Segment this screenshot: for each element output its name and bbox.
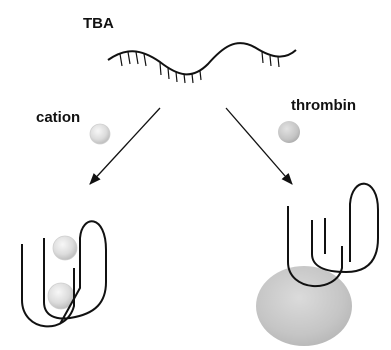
tba-backbone	[108, 43, 296, 74]
thrombin-small-sphere	[278, 121, 300, 143]
cation-quadruplex-complex	[22, 221, 106, 326]
label-cation: cation	[36, 110, 80, 125]
cation-sphere	[90, 124, 110, 144]
arrow-to-cation-complex	[90, 108, 160, 184]
quadruplex-strand-inner	[312, 184, 378, 272]
arrow-to-thrombin-complex	[226, 108, 292, 184]
tba-base-hatches	[120, 52, 279, 83]
bound-cation-upper	[53, 236, 77, 260]
label-tba: TBA	[83, 16, 114, 31]
label-thrombin: thrombin	[291, 98, 356, 113]
tba-single-strand	[108, 43, 296, 83]
thrombin-quadruplex-complex	[256, 184, 378, 346]
